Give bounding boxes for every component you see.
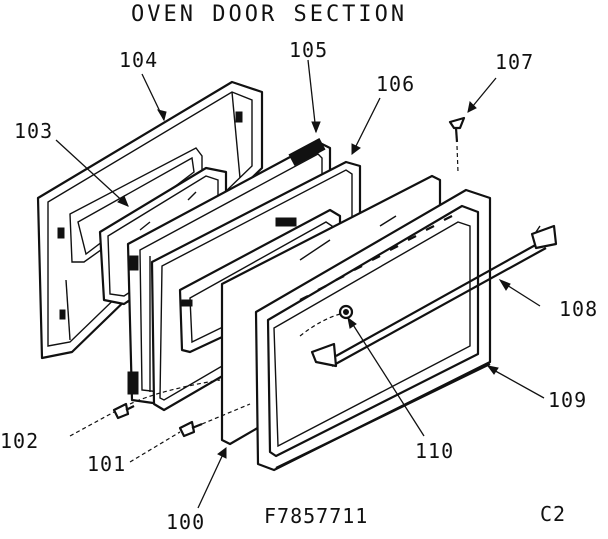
callout-110: 110	[415, 439, 455, 463]
handle-108	[310, 224, 558, 368]
leader-lines	[55, 59, 545, 509]
callout-107: 107	[495, 50, 535, 74]
screw-101	[178, 420, 203, 438]
drawing-number: F7857711	[264, 504, 369, 528]
screw-102	[112, 402, 135, 420]
callout-103: 103	[14, 119, 54, 143]
outer-door-109	[254, 188, 492, 472]
page-code: C2	[540, 502, 567, 526]
callout-102: 102	[0, 429, 40, 453]
screw-110	[338, 304, 354, 320]
callout-101: 101	[87, 452, 127, 476]
callout-100: 100	[166, 510, 206, 534]
callout-106: 106	[376, 72, 416, 96]
callout-104: 104	[119, 48, 159, 72]
vent-slots	[299, 215, 453, 301]
callout-109: 109	[548, 388, 588, 412]
diagram-title: OVEN DOOR SECTION	[131, 2, 408, 27]
screw-107	[448, 116, 466, 173]
callout-105: 105	[289, 38, 329, 62]
callout-108: 108	[559, 297, 599, 321]
